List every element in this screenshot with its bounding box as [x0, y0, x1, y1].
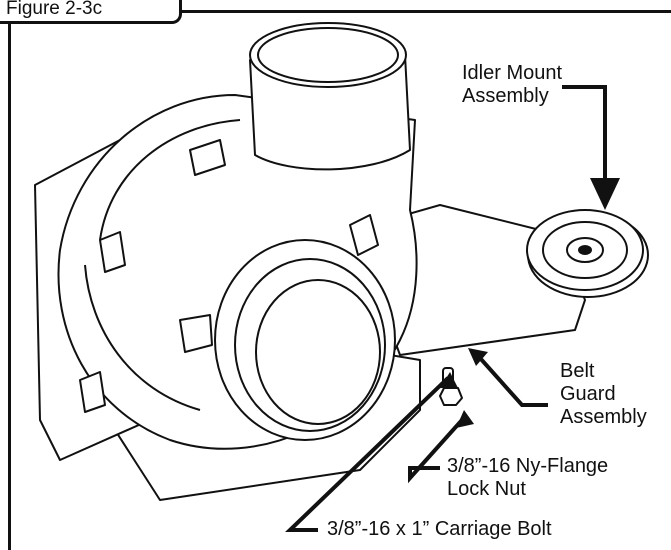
idler-mount-line-2: Assembly — [462, 85, 549, 107]
belt-guard-line-3: Assembly — [560, 406, 647, 428]
lock-nut-line-1: 3/8”-16 Ny-Flange — [447, 455, 609, 477]
lock-nut-label: 3/8”-16 Ny-Flange Lock Nut — [447, 455, 608, 501]
carriage-bolt-label: 3/8”-16 x 1” Carriage Bolt — [327, 518, 552, 540]
bolt-callout-line — [285, 376, 450, 532]
lock-nut-line-2: Lock Nut — [447, 478, 526, 500]
belt-guard-line-1: Belt — [560, 360, 595, 382]
belt-guard-line-2: Guard — [560, 383, 616, 405]
figure-tab: Figure 2-3c — [0, 0, 182, 24]
figure-frame — [8, 10, 671, 550]
lock-nut — [439, 387, 463, 406]
belt-guard-callout-line — [478, 356, 548, 407]
idler-mount-line-1: Idler Mount — [462, 62, 563, 84]
belt-guard-label: Belt Guard Assembly — [560, 360, 647, 429]
lock-nut-callout-line — [408, 418, 464, 484]
figure-label: Figure 2-3c — [6, 0, 103, 19]
idler-mount-label: Idler Mount Assembly — [462, 62, 562, 108]
idler-callout-line — [562, 85, 607, 185]
